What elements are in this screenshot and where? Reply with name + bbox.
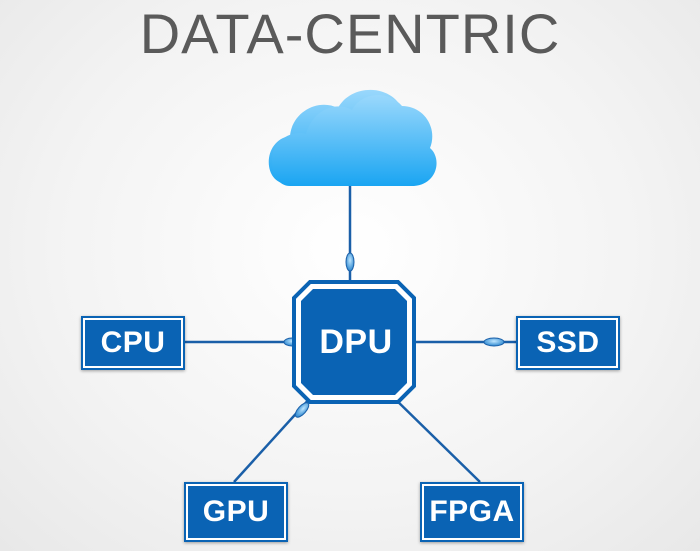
connector-bead-top (345, 252, 355, 272)
fpga-node: FPGA (420, 482, 524, 542)
ssd-node: SSD (516, 316, 620, 370)
dpu-node-label: DPU (319, 322, 393, 361)
diagram-title: DATA-CENTRIC (139, 2, 561, 65)
connector-bead-bottom-left (294, 402, 310, 418)
cpu-node: CPU (81, 316, 185, 370)
gpu-node: GPU (184, 482, 288, 542)
link-dpu-fpga (391, 395, 481, 483)
connector-bead-right (483, 337, 505, 347)
dpu-chip (292, 280, 416, 404)
cloud-icon (268, 89, 437, 186)
